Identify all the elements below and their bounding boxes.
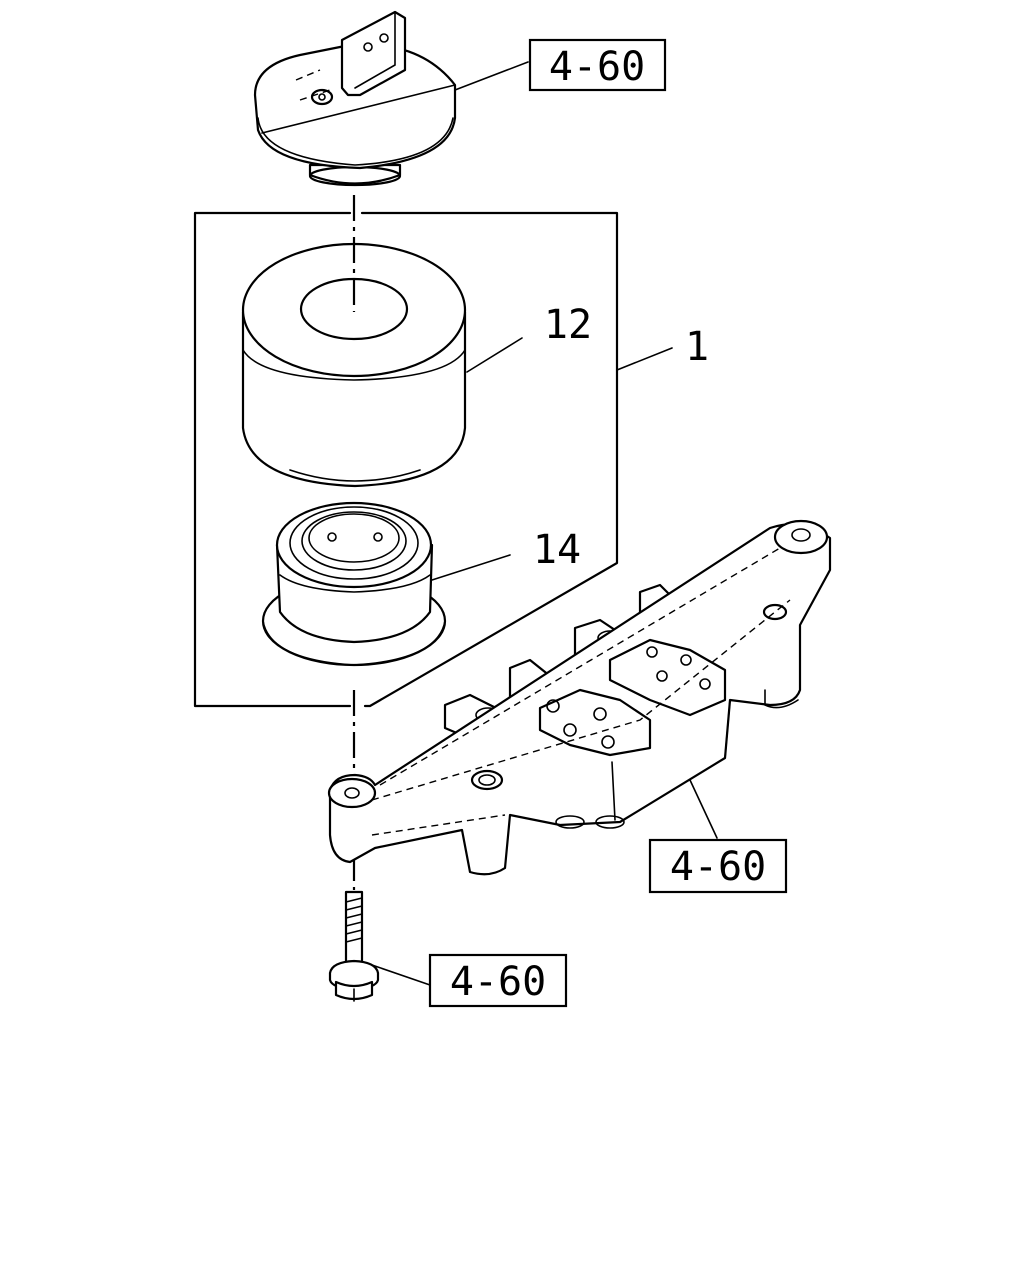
callout-upper-insulator: 12 — [544, 302, 592, 348]
ref-label-bolt: 4-60 — [450, 959, 546, 1005]
ref-label-top: 4-60 — [549, 44, 645, 90]
flange-bolt — [328, 890, 380, 1002]
ref-box-top — [528, 38, 667, 92]
ref-box-bracket — [648, 838, 788, 894]
ref-box-bolt — [428, 953, 568, 1008]
chassis-bracket — [327, 519, 832, 876]
assembly-frame — [193, 211, 352, 708]
upper-insulator — [241, 242, 467, 488]
ref-label-bracket: 4-60 — [670, 844, 766, 890]
callout-lower-insulator: 14 — [533, 527, 581, 573]
lower-insulator — [261, 501, 447, 667]
top-mount-bracket — [253, 10, 457, 187]
callout-assembly: 1 — [685, 324, 709, 370]
